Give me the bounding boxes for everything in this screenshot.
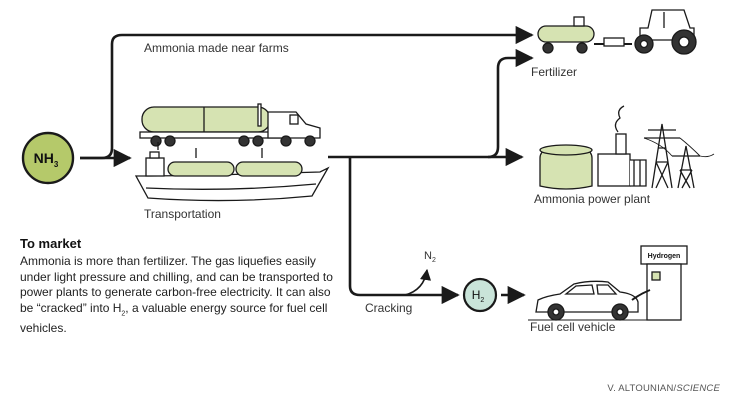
fertilizer-label: Fertilizer — [531, 65, 578, 79]
hydrogen-pump-illustration: Hydrogen — [631, 245, 688, 321]
n2-label: N2 — [424, 250, 436, 264]
image-credit: V. ALTOUNIAN/SCIENCE — [607, 383, 720, 394]
h2-label: H2 — [472, 288, 485, 304]
transportation-label: Transportation — [144, 207, 221, 221]
farms-label: Ammonia made near farms — [144, 41, 289, 55]
n2-release-arrow — [404, 268, 432, 296]
flow-lines — [80, 25, 534, 305]
h2-node: H2 — [462, 277, 498, 313]
cracking-label: Cracking — [365, 301, 413, 315]
fertilizer-branch-line — [487, 48, 534, 159]
fuel-cell-car-illustration — [528, 280, 648, 321]
panel-title: To market — [20, 236, 82, 251]
credit-outlet: SCIENCE — [676, 383, 720, 394]
power-plant-illustration — [539, 105, 715, 190]
fuel-cell-vehicle-label: Fuel cell vehicle — [530, 320, 616, 334]
panel-text-before: Ammonia is more than fertilizer. The gas… — [20, 254, 333, 315]
panel-text-after: , a valuable energy source for fuel cell… — [20, 300, 328, 336]
panel-text-sub: 2 — [121, 309, 126, 317]
hydrogen-sign-label: Hydrogen — [648, 253, 681, 260]
power-plant-label: Ammonia power plant — [534, 192, 651, 206]
nh3-label: NH3 — [34, 150, 59, 169]
tractor-illustration — [537, 9, 697, 55]
cracking-flow-line — [348, 157, 460, 305]
tanker-ship-illustration — [134, 142, 330, 202]
panel-description: Ammonia is more than fertilizer. The gas… — [20, 254, 338, 337]
nh3-node: NH3 — [21, 131, 75, 185]
credit-author: V. ALTOUNIAN/ — [607, 383, 677, 394]
tanker-truck-illustration — [139, 103, 321, 147]
